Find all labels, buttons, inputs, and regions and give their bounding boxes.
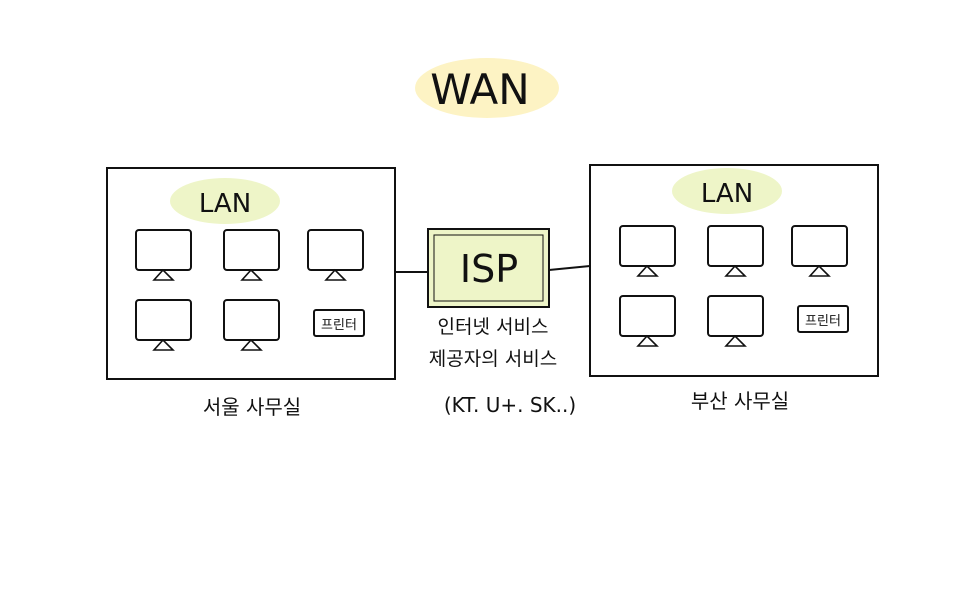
right-office-box	[589, 164, 879, 377]
left-office: LAN 프린터 서울 사무실	[106, 167, 396, 419]
isp-description-line1: 인터넷 서비스	[438, 316, 549, 338]
left-office-caption: 서울 사무실	[203, 395, 301, 419]
isp-box	[427, 228, 550, 308]
printer-icon: 프린터	[313, 309, 365, 337]
left-lan-label: LAN	[199, 189, 251, 219]
printer-icon: 프린터	[797, 305, 849, 333]
right-device-grid: 프린터	[619, 225, 849, 347]
printer-label: 프린터	[321, 318, 357, 333]
isp-node: ISP 인터넷 서비스 제공자의 서비스 (KT. U+. SK..)	[427, 228, 576, 417]
left-device-grid: 프린터	[135, 229, 365, 351]
isp-to-right-link	[548, 265, 591, 271]
left-office-box	[106, 167, 396, 380]
isp-label: ISP	[460, 247, 518, 291]
right-office-caption: 부산 사무실	[691, 389, 789, 413]
isp-description-line2: 제공자의 서비스	[429, 348, 557, 370]
right-office: LAN 프린터 부산 사무실	[589, 164, 879, 413]
monitor-icon	[223, 229, 280, 281]
monitor-icon	[135, 229, 192, 281]
printer-label: 프린터	[805, 314, 841, 329]
monitor-icon	[307, 229, 364, 281]
monitor-icon	[791, 225, 848, 277]
monitor-icon	[135, 299, 192, 351]
isp-box-inner	[433, 234, 544, 302]
wan-title-group: WAN	[415, 58, 559, 118]
wan-title-highlight	[415, 58, 559, 118]
wan-title: WAN	[430, 65, 529, 114]
right-lan-highlight	[672, 168, 782, 214]
isp-examples: (KT. U+. SK..)	[444, 393, 576, 417]
right-lan-label: LAN	[701, 179, 753, 209]
monitor-icon	[619, 225, 676, 277]
monitor-icon	[619, 295, 676, 347]
monitor-icon	[707, 295, 764, 347]
monitor-icon	[707, 225, 764, 277]
left-lan-highlight	[170, 178, 280, 224]
monitor-icon	[223, 299, 280, 351]
